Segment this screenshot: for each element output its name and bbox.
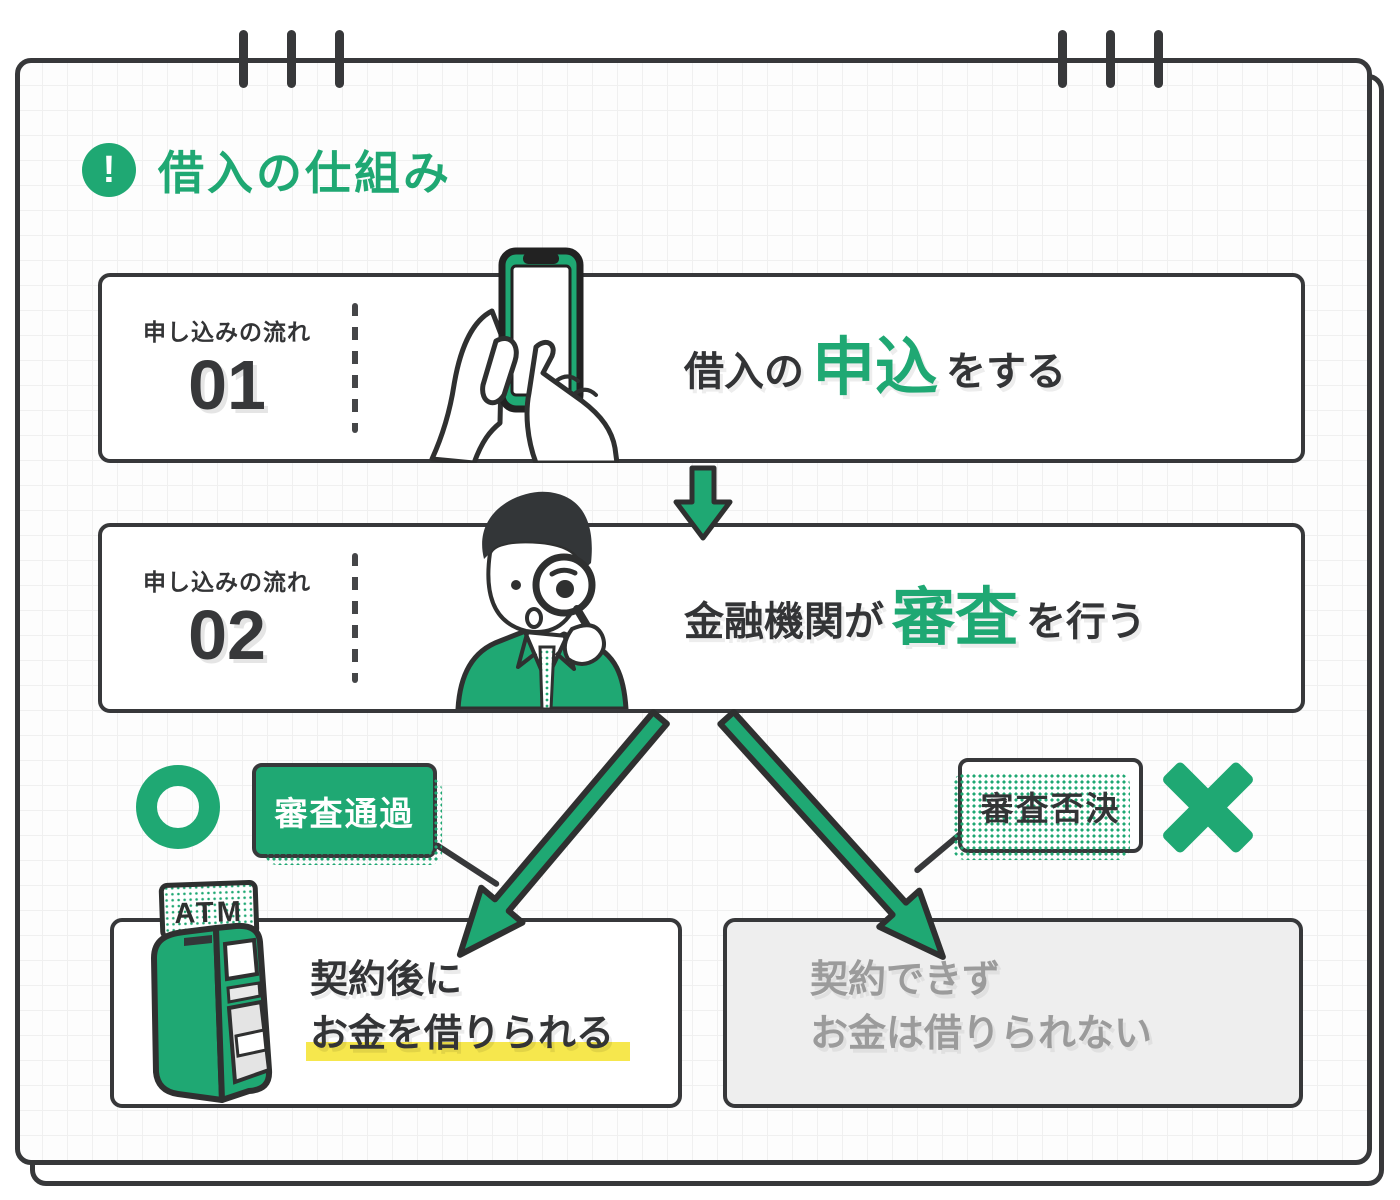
rejected-line1: 契約できず	[810, 959, 1001, 1001]
binder-mark	[239, 30, 248, 88]
step-01-text-em: 申込	[812, 332, 938, 403]
step-box-01: 申し込みの流れ 01	[98, 247, 1305, 463]
branch-arrow-fail-icon	[717, 708, 946, 960]
step-02-illustration	[358, 491, 668, 709]
title-row: ! 借入の仕組み	[82, 137, 452, 203]
grid-paper-card: ! 借入の仕組み 申し込みの流れ 01	[15, 58, 1372, 1165]
step-02-text-em: 審査	[892, 582, 1018, 653]
circle-pass-icon	[136, 765, 220, 849]
page-title: 借入の仕組み	[158, 147, 452, 199]
binder-mark	[335, 30, 344, 88]
atm-icon: ATM	[151, 880, 273, 1103]
step-02-number: 02	[188, 595, 266, 674]
step-01-text: 借入の 申込 をする	[684, 332, 1066, 403]
smartphone-tap-icon	[429, 247, 620, 463]
exclamation-icon: !	[82, 143, 136, 197]
step-01-number: 01	[188, 345, 266, 424]
binder-mark	[1058, 30, 1067, 88]
branch-arrows	[456, 708, 946, 960]
step-01-text-pre: 借入の	[684, 350, 804, 394]
step-02-text-post: を行う	[1026, 600, 1146, 644]
flow-arrow-down-icon	[673, 465, 733, 541]
cross-fail-icon	[1160, 760, 1256, 855]
branch-arrow-pass-icon	[456, 709, 670, 958]
dashed-divider	[352, 553, 358, 683]
rejected-line2: お金は借りられない	[810, 1013, 1153, 1055]
dashed-divider	[352, 303, 358, 433]
step-box-02: 申し込みの流れ 02	[98, 491, 1305, 713]
step-02-label: 申し込みの流れ	[143, 568, 311, 595]
pass-badge: 審査通過	[252, 763, 442, 865]
step-01-text-post: をする	[946, 350, 1066, 394]
approved-line2: お金を借りられる	[306, 1007, 631, 1061]
examiner-magnifier-icon	[455, 491, 629, 709]
step-01-illustration	[358, 247, 668, 463]
result-text-rejected: 契約できず お金は借りられない	[810, 953, 1152, 1061]
result-text-approved: 契約後に お金を借りられる	[306, 953, 631, 1061]
step-02-text-pre: 金融機関が	[684, 600, 884, 644]
result-box-rejected	[723, 918, 1303, 1108]
step-01-meta: 申し込みの流れ 01	[102, 313, 352, 424]
fail-badge: 審査否決	[953, 758, 1143, 860]
binder-mark	[1106, 30, 1115, 88]
step-02-meta: 申し込みの流れ 02	[102, 563, 352, 674]
binder-mark	[1154, 30, 1163, 88]
binder-mark	[287, 30, 296, 88]
approved-line1: 契約後に	[310, 959, 463, 1001]
step-02-text: 金融機関が 審査 を行う	[684, 582, 1146, 653]
step-01-label: 申し込みの流れ	[143, 318, 311, 345]
